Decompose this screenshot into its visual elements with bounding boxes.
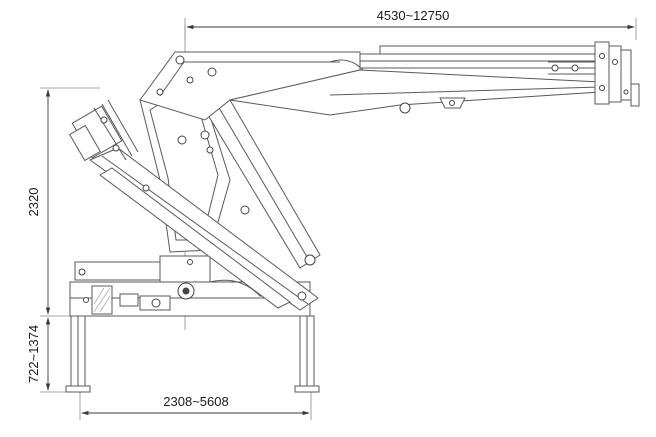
folded-knuckle-boom (69, 99, 319, 311)
dimension-top-label: 4530~12750 (377, 8, 450, 23)
main-boom (139, 45, 611, 121)
outrigger-leg-right (294, 315, 320, 393)
dimension-leg-label: 722~1374 (26, 325, 41, 383)
main-lift-cylinder (204, 99, 321, 269)
dimension-span: 2308~5608 (79, 392, 312, 420)
dimension-top: 4530~12750 (184, 8, 637, 40)
dimension-height: 2320 (26, 87, 100, 317)
outrigger-leg-left (65, 315, 91, 393)
dimension-height-label: 2320 (26, 188, 41, 217)
dimension-leg: 722~1374 (26, 317, 75, 393)
dimension-span-label: 2308~5608 (163, 394, 228, 409)
boom-tip-assembly (548, 41, 640, 107)
